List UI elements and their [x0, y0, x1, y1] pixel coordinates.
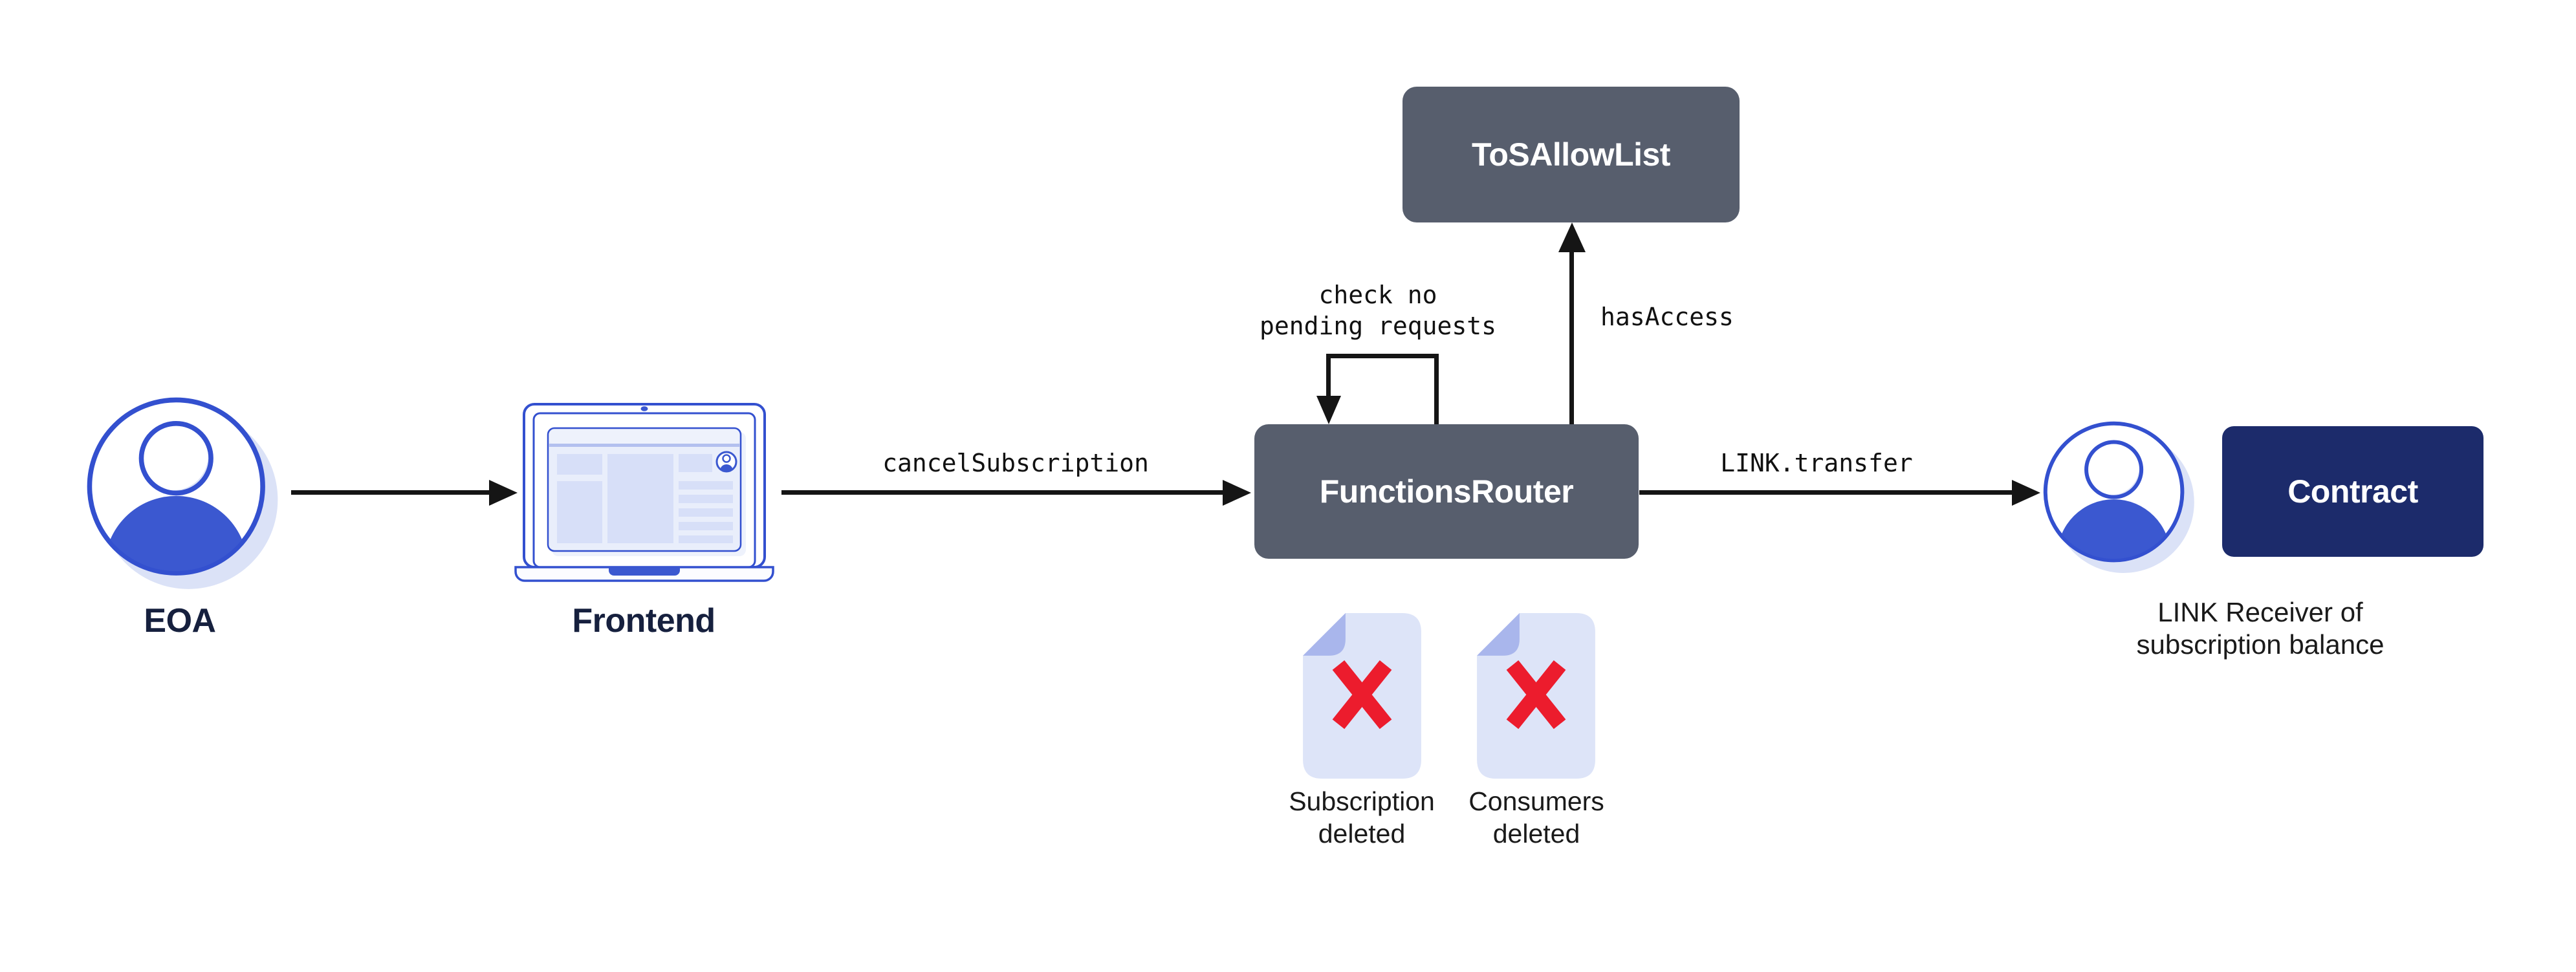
arrow-eoa-to-frontend — [291, 490, 492, 495]
arrow-frontend-to-router — [781, 490, 1224, 495]
self-loop-top — [1326, 354, 1439, 358]
document-deleted-icon — [1477, 613, 1595, 779]
link-receiver-caption-line-1: LINK Receiver of — [2157, 597, 2363, 627]
arrow-router-to-receiver — [1639, 490, 2013, 495]
arrowhead-router-to-receiver — [2012, 480, 2040, 506]
document-deleted-icon — [1303, 613, 1421, 779]
link-transfer-edge-label: LINK.transfer — [1720, 449, 1913, 477]
arrowhead-self-loop — [1316, 396, 1341, 424]
consumers-deleted-label: Consumers deleted — [1439, 785, 1633, 850]
functions-router-node: FunctionsRouter — [1254, 424, 1639, 559]
tos-allow-list-node: ToSAllowList — [1403, 87, 1740, 222]
eoa-label: EOA — [144, 602, 216, 640]
link-receiver-caption: LINK Receiver of subscription balance — [2066, 596, 2454, 661]
has-access-edge-label: hasAccess — [1600, 303, 1734, 331]
user-avatar-icon — [2043, 421, 2194, 573]
tos-allow-list-node-label: ToSAllowList — [1472, 136, 1670, 173]
check-pending-edge-label: check no pending requests — [1216, 279, 1540, 341]
arrowhead-eoa-to-frontend — [489, 480, 518, 506]
check-pending-line-1: check no — [1318, 281, 1437, 309]
link-receiver-caption-line-2: subscription balance — [2136, 629, 2385, 660]
subscription-deleted-line-2: deleted — [1318, 819, 1406, 848]
contract-node: Contract — [2222, 426, 2483, 557]
arrow-router-to-tos — [1569, 252, 1574, 424]
subscription-deleted-label: Subscription deleted — [1265, 785, 1459, 850]
self-loop-left-leg — [1326, 356, 1331, 396]
consumers-deleted-line-1: Consumers — [1468, 786, 1604, 816]
check-pending-line-2: pending requests — [1259, 312, 1497, 340]
contract-node-label: Contract — [2287, 473, 2418, 510]
cancel-subscription-edge-label: cancelSubscription — [882, 449, 1149, 477]
subscription-deleted-line-1: Subscription — [1289, 786, 1435, 816]
laptop-icon — [514, 403, 774, 582]
arrowhead-frontend-to-router — [1223, 480, 1251, 506]
functions-router-node-label: FunctionsRouter — [1319, 473, 1574, 510]
frontend-label: Frontend — [572, 602, 715, 640]
consumers-deleted-line-2: deleted — [1492, 819, 1580, 848]
user-avatar-icon — [87, 397, 278, 589]
self-loop-right-leg — [1434, 356, 1439, 424]
arrowhead-router-to-tos — [1558, 222, 1586, 252]
